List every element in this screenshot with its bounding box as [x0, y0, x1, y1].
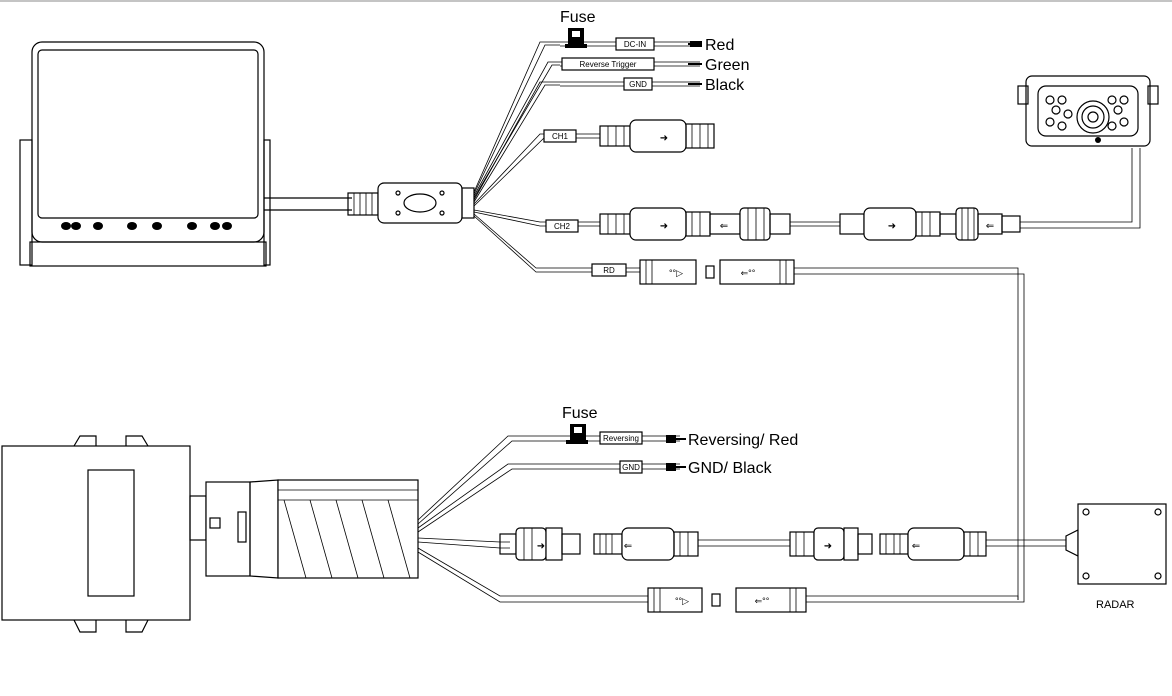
- plug-pins-icon: °°▷: [669, 268, 683, 278]
- wire-reversing: Reversing: [566, 424, 676, 445]
- dvr-unit: [1, 435, 419, 633]
- arrow-icon: ➜: [660, 133, 668, 144]
- ch2-tag: CH2: [554, 222, 571, 231]
- cable-hub: [347, 182, 475, 224]
- wire-reverse-trigger: Reverse Trigger: [560, 57, 700, 71]
- bottom-video-cable: ➜ ⇐ ➜ ⇐: [499, 527, 1066, 561]
- top-fuse-label: Fuse: [560, 9, 596, 26]
- monitor-cable: [264, 197, 352, 211]
- green-wire-label: Green: [705, 57, 749, 74]
- arrow-icon: ⇐: [624, 541, 632, 552]
- rd-cable-bottom: °°▷ ⇐°°: [647, 587, 1025, 613]
- fuse-icon: [565, 28, 587, 48]
- camera-ir-leds: [1045, 95, 1129, 131]
- arrow-icon: ➜: [537, 541, 545, 552]
- monitor-buttons: [61, 222, 232, 230]
- gnd-black-label: GND/ Black: [688, 460, 773, 477]
- plug-pins-icon: °°▷: [675, 596, 689, 606]
- reversing-tag: Reversing: [603, 434, 639, 443]
- ch1-connector: ➜: [599, 119, 715, 153]
- rd-plug-male: °°▷: [639, 259, 715, 285]
- ch2-cable: CH2 ➜ ⇐ ➜ ⇐: [473, 148, 1141, 241]
- ch1-cable: CH1 ➜: [473, 119, 715, 207]
- arrow-icon: ⇐: [720, 221, 728, 232]
- reversing-red-label: Reversing/ Red: [688, 432, 798, 449]
- extension-connector: ➜ ⇐: [839, 207, 1021, 241]
- radar-unit: [1065, 503, 1167, 585]
- gnd-top-tag: GND: [629, 80, 647, 89]
- ch2-connector: ➜ ⇐: [599, 207, 791, 241]
- plug-pins-icon: ⇐°°: [755, 596, 770, 606]
- red-wire-label: Red: [705, 37, 734, 54]
- radar-label: RADAR: [1096, 599, 1135, 611]
- top-wire-bundle: [473, 41, 560, 203]
- gnd-bottom-tag: GND: [622, 463, 640, 472]
- wire-gnd-bottom: GND: [619, 460, 676, 474]
- fuse-icon: [566, 424, 588, 444]
- camera: [1017, 75, 1159, 147]
- arrow-icon: ⇐: [912, 541, 920, 552]
- monitor: [19, 41, 271, 267]
- black-wire-label: Black: [705, 77, 745, 94]
- dvr-wrap-stripes: [283, 499, 411, 579]
- arrow-icon: ➜: [888, 221, 896, 232]
- bottom-fuse-label: Fuse: [562, 405, 598, 422]
- rd-plug-female: ⇐°°: [719, 259, 795, 285]
- rd-tag: RD: [603, 266, 615, 275]
- arrow-icon: ⇐: [986, 221, 994, 232]
- arrow-icon: ➜: [660, 221, 668, 232]
- wire-gnd-top: GND: [560, 77, 700, 91]
- rd-cable-top: RD °°▷ ⇐°°: [473, 213, 1025, 600]
- reverse-trigger-tag: Reverse Trigger: [580, 60, 637, 69]
- dc-in-tag: DC-IN: [624, 40, 646, 49]
- ch1-tag: CH1: [552, 132, 569, 141]
- plug-pins-icon: ⇐°°: [741, 268, 756, 278]
- arrow-icon: ➜: [824, 541, 832, 552]
- wire-dc-in: DC-IN: [560, 28, 702, 51]
